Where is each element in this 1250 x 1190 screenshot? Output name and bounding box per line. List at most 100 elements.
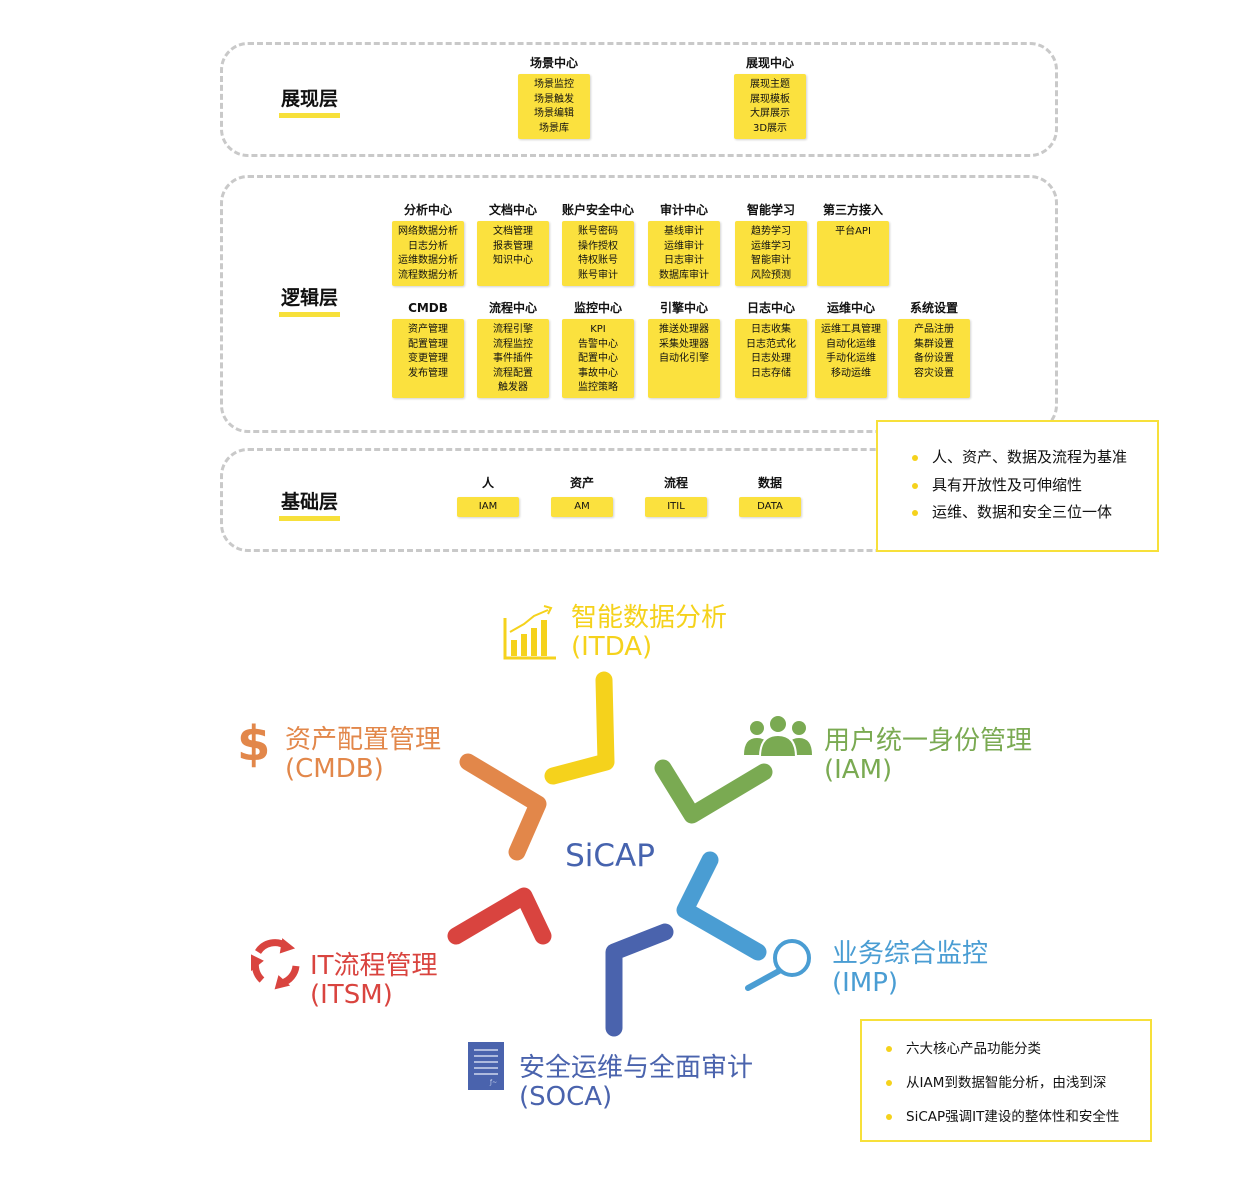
module-item: 场景触发 [534, 93, 574, 105]
module-item: 配置中心 [578, 353, 618, 364]
magnifier-icon [745, 939, 811, 991]
module-card: 第三方接入平台API [817, 202, 889, 286]
note-item: 六大核心产品功能分类 [880, 1032, 1150, 1066]
foundation-module-code: DATA [739, 497, 801, 517]
petal-itda [544, 671, 615, 785]
foundation-module-code: ITIL [645, 497, 707, 517]
dollar-icon: $ [237, 716, 270, 772]
product-code: (IAM) [824, 755, 893, 785]
svg-text:ƒ~: ƒ~ [489, 1079, 497, 1086]
module-item: 日志存储 [751, 367, 791, 379]
module-card: 审计中心基线审计运维审计日志审计数据库审计 [648, 202, 720, 286]
module-box: 网络数据分析日志分析运维数据分析流程数据分析 [392, 221, 464, 286]
module-item: 移动运维 [831, 367, 871, 379]
module-item: 账号密码 [578, 226, 618, 237]
product-name: 安全运维与全面审计 [519, 1053, 754, 1083]
module-title: 运维中心 [826, 301, 875, 315]
module-item: 展现模板 [750, 93, 790, 105]
module-box: 资产管理配置管理变更管理发布管理 [392, 319, 464, 398]
note-item: SiCAP强调IT建设的整体性和安全性 [880, 1100, 1150, 1134]
product-name: IT流程管理 [310, 951, 438, 981]
module-card: 日志中心日志收集日志范式化日志处理日志存储 [735, 300, 807, 398]
module-card: 文档中心文档管理报表管理知识中心 [477, 202, 549, 286]
foundation-module-title: 资产 [569, 476, 594, 490]
module-title: 流程中心 [488, 301, 537, 315]
product-code: (CMDB) [285, 754, 384, 784]
module-title: 分析中心 [403, 203, 452, 217]
module-item: 场景编辑 [534, 108, 574, 119]
module-item: 配置管理 [408, 338, 448, 350]
product-soca-label: 安全运维与全面审计 (SOCA) [519, 1054, 753, 1112]
module-item: 手动化运维 [826, 353, 876, 364]
module-item: 特权账号 [578, 255, 618, 266]
module-item: 日志收集 [751, 324, 791, 335]
module-item: 风险预测 [751, 269, 791, 281]
module-box: 日志收集日志范式化日志处理日志存储 [735, 319, 807, 398]
module-item: 展现主题 [750, 79, 790, 90]
module-box: 基线审计运维审计日志审计数据库审计 [648, 221, 720, 286]
product-itda-label: 智能数据分析 (ITDA) [571, 604, 727, 662]
module-item: 平台API [835, 226, 871, 237]
module-item: 流程数据分析 [398, 269, 458, 281]
product-iam-label: 用户统一身份管理 (IAM) [824, 727, 1032, 785]
module-title: CMDB [408, 301, 448, 315]
presentation-layer [220, 42, 1058, 157]
foundation-module: 数据 DATA [739, 475, 801, 517]
module-item: 采集处理器 [659, 338, 709, 350]
module-item: 基线审计 [664, 226, 704, 237]
module-item: 触发器 [498, 382, 528, 393]
presentation-layer-title: 展现层 [279, 87, 341, 118]
module-item: 运维审计 [664, 240, 704, 252]
module-item: 资产管理 [408, 324, 448, 335]
note-item: 从IAM到数据智能分析，由浅到深 [880, 1066, 1150, 1100]
module-card: 流程中心流程引擎流程监控事件插件流程配置触发器 [477, 300, 549, 398]
foundation-module-title: 数据 [757, 476, 782, 490]
module-card: CMDB 资产管理配置管理变更管理发布管理 [392, 300, 464, 398]
module-title: 日志中心 [746, 301, 795, 315]
module-item: 3D展示 [752, 122, 788, 134]
module-item: 网络数据分析 [398, 226, 458, 237]
module-item: 集群设置 [914, 338, 954, 350]
product-name: 智能数据分析 [571, 603, 728, 633]
module-item: 账号审计 [578, 269, 618, 281]
module-item: 流程监控 [493, 338, 533, 350]
module-item: 文档管理 [493, 226, 533, 237]
module-item: 推送处理器 [659, 324, 709, 335]
cycle-icon [251, 938, 300, 990]
module-item: 趋势学习 [751, 226, 791, 237]
module-item: 场景库 [539, 122, 569, 134]
module-title: 监控中心 [573, 301, 622, 315]
foundation-module-title: 人 [481, 476, 494, 490]
module-item: 大屏展示 [750, 108, 790, 119]
module-card: 场景中心场景监控场景触发场景编辑场景库 [518, 55, 590, 139]
logic-layer-title: 逻辑层 [279, 286, 341, 317]
product-itsm-label: IT流程管理 (ITSM) [310, 952, 438, 1010]
module-item: 变更管理 [408, 353, 448, 364]
module-item: 发布管理 [408, 367, 448, 379]
module-item: 自动化引擎 [659, 353, 709, 364]
svg-text:$: $ [237, 716, 270, 772]
module-box: 场景监控场景触发场景编辑场景库 [518, 74, 590, 139]
sicap-center-label: SiCAP [565, 838, 655, 874]
module-item: 备份设置 [914, 353, 954, 364]
module-box: 产品注册集群设置备份设置容灾设置 [898, 319, 970, 398]
module-card: 智能学习趋势学习运维学习智能审计风险预测 [735, 202, 807, 286]
module-item: KPI [590, 324, 606, 335]
module-item: 场景监控 [534, 79, 574, 90]
module-box: 推送处理器采集处理器自动化引擎 [648, 319, 720, 398]
module-title: 系统设置 [909, 301, 958, 315]
module-item: 自动化运维 [826, 338, 876, 350]
module-item: 产品注册 [914, 324, 954, 335]
module-item: 运维工具管理 [821, 324, 881, 335]
module-title: 引擎中心 [659, 301, 708, 315]
module-box: 文档管理报表管理知识中心 [477, 221, 549, 286]
module-box: 运维工具管理自动化运维手动化运维移动运维 [815, 319, 887, 398]
petal-soca [605, 923, 674, 1037]
module-item: 事故中心 [578, 367, 618, 379]
